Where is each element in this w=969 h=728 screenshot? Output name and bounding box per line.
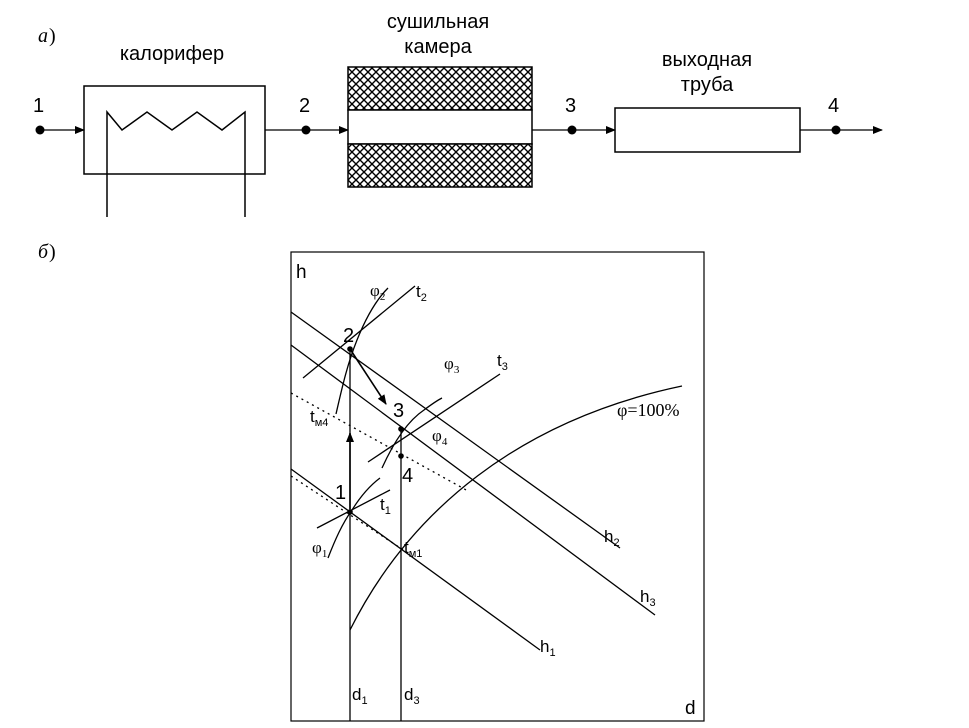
state-label-3: 3	[393, 400, 404, 422]
phi1-label: φ1	[312, 538, 327, 560]
heater-label: калорифер	[120, 43, 224, 65]
tm4-label: tм4	[310, 407, 328, 429]
t2-line	[302, 285, 416, 379]
h2-line	[290, 311, 621, 549]
tm4-dotted-line	[290, 392, 469, 492]
phi4-label: φ4	[432, 426, 448, 448]
point-2-label: 2	[299, 95, 310, 117]
heater-box	[83, 85, 266, 175]
chamber-label-line2: камера	[404, 36, 472, 58]
t1-line	[316, 489, 391, 529]
point-2-marker	[301, 125, 311, 135]
state-label-2: 2	[343, 325, 354, 347]
phi2-curve	[335, 287, 389, 415]
axis-h-label: h	[296, 262, 307, 283]
h1-line	[290, 468, 541, 651]
phi3-label: φ3	[444, 354, 460, 376]
hd-diagram-part-b: б ) h d 2 1 3	[38, 241, 705, 722]
part-b-letter: б	[38, 241, 49, 263]
d3-label: d3	[404, 685, 420, 707]
phi1-curve	[327, 477, 381, 559]
part-a-paren: )	[49, 25, 56, 47]
part-b-paren: )	[49, 241, 56, 263]
t3-line	[367, 373, 501, 463]
state-point-2	[347, 346, 353, 352]
state-label-4: 4	[402, 465, 413, 487]
saturation-curve	[349, 385, 683, 631]
chamber-channel	[347, 109, 533, 145]
chamber-top-hatch	[347, 66, 533, 111]
state-label-1: 1	[335, 482, 346, 504]
heater-coil	[106, 109, 246, 217]
h1-label: h1	[540, 637, 556, 659]
t2-label: t2	[416, 282, 427, 304]
state-point-1	[347, 509, 353, 515]
d1-label: d1	[352, 685, 368, 707]
state-point-4	[398, 453, 404, 459]
scheme-part-a: а ) 1 калорифер 2 сушильная камера 3 вых…	[33, 11, 883, 217]
pipe-label-line1: выходная	[662, 49, 752, 71]
point-3-marker	[567, 125, 577, 135]
point-4-marker	[831, 125, 841, 135]
t1-label: t1	[380, 495, 391, 517]
phi2-label: φ2	[370, 281, 385, 303]
drying-process-arrow	[349, 348, 387, 405]
tm1-label: tм1	[404, 538, 422, 560]
chamber-label-line1: сушильная	[387, 11, 489, 33]
point-4-label: 4	[828, 95, 839, 117]
phi3-curve	[381, 397, 443, 469]
state-point-3	[398, 426, 404, 432]
diagram-frame	[290, 251, 705, 722]
t3-label: t3	[497, 351, 508, 373]
part-a-letter: а	[38, 25, 48, 47]
saturation-label: φ=100%	[617, 400, 680, 420]
outlet-pipe-box	[614, 107, 801, 153]
point-1-label: 1	[33, 95, 44, 117]
point-1-marker	[35, 125, 45, 135]
pipe-label-line2: труба	[681, 74, 734, 96]
axis-d-label: d	[685, 698, 696, 719]
chamber-bottom-hatch	[347, 143, 533, 188]
h2-label: h2	[604, 527, 620, 549]
h3-label: h3	[640, 587, 656, 609]
point-3-label: 3	[565, 95, 576, 117]
